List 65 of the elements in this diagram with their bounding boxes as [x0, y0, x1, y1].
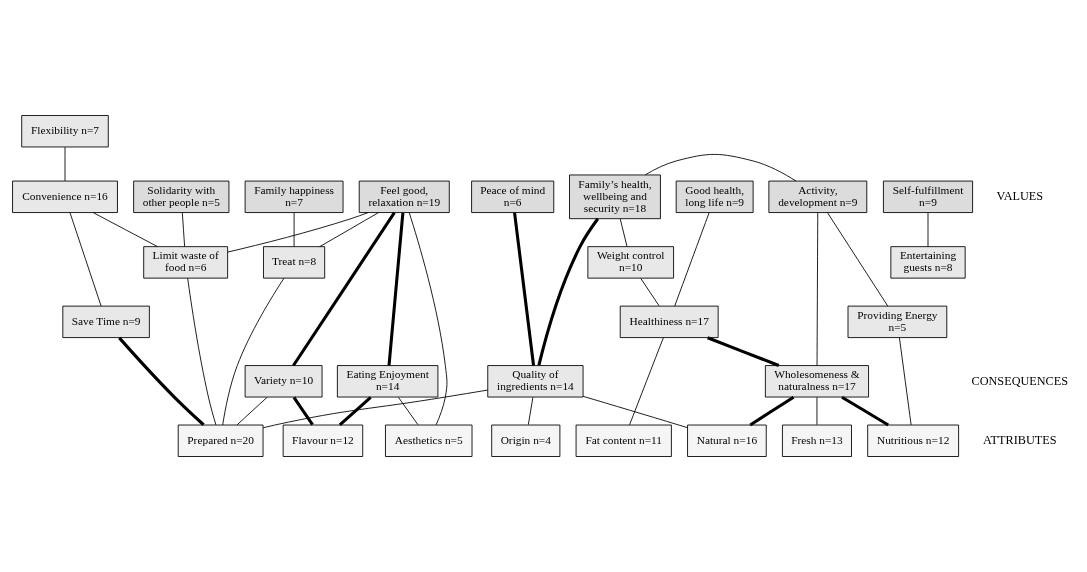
node-box: Eating Enjoyment n=14 [336, 365, 439, 398]
node-box: Fat content n=11 [575, 424, 672, 457]
connector [640, 278, 660, 307]
label: CONSEQUENCES [971, 373, 1069, 388]
node-box: Treat n=8 [263, 246, 326, 279]
connector [181, 212, 186, 247]
node-box: Family happiness n=7 [244, 180, 344, 213]
connector [319, 212, 379, 248]
connector [927, 212, 929, 247]
connector [537, 217, 600, 366]
connector [69, 212, 102, 307]
connector [222, 277, 285, 426]
connector [619, 218, 628, 247]
connector [292, 396, 314, 426]
connector [707, 336, 780, 367]
node-box: Prepared n=20 [177, 424, 264, 457]
connector [187, 277, 217, 426]
node-box: Self-fulfillment n=9 [882, 180, 974, 213]
node-box: Origin n=4 [491, 424, 561, 457]
node-box: Variety n=10 [244, 365, 323, 398]
connector [227, 212, 369, 253]
node-box: Healthiness n=17 [619, 305, 719, 339]
connector [408, 212, 448, 426]
node-box: Natural n=16 [687, 424, 767, 457]
connector [749, 395, 795, 427]
connector [398, 396, 419, 426]
node-box: Convenience n=16 [12, 180, 118, 213]
node-box: Quality of ingredients n=14 [487, 365, 584, 398]
node-box: Good health, long life n=9 [675, 180, 754, 213]
connector [293, 212, 295, 247]
connector [841, 395, 890, 427]
node-box: Entertaining guests n=8 [890, 246, 966, 279]
connector [899, 337, 912, 426]
label: ATTRIBUTES [983, 433, 1057, 447]
connector [582, 395, 688, 429]
connector [118, 336, 205, 426]
connector [527, 396, 534, 426]
node-box: Activity, development n=9 [768, 180, 868, 213]
node-box: Save Time n=9 [62, 305, 150, 339]
connector [292, 211, 396, 367]
node-box: Weight control n=10 [587, 246, 674, 279]
connector [674, 212, 710, 307]
node-box: Nutritious n=12 [867, 424, 960, 457]
connector [236, 396, 268, 426]
connector [816, 212, 819, 366]
connector [644, 153, 797, 182]
node-box: Family’s health, wellbeing and security n=18 [569, 174, 661, 220]
connector [513, 212, 536, 366]
node-box: Limit waste of food n=6 [143, 246, 229, 279]
node-box: Feel good, relaxation n=19 [358, 180, 450, 213]
node-box: Providing Energy n=5 [847, 305, 948, 339]
node-box: Wholesomeness & naturalness n=17 [764, 365, 869, 398]
connector [387, 212, 405, 366]
connector [338, 396, 372, 426]
connector [92, 212, 158, 248]
connector [262, 389, 489, 429]
node-box: Flexibility n=7 [21, 115, 109, 148]
label: VALUES [996, 189, 1044, 204]
node-box: Peace of mind n=6 [471, 180, 555, 213]
node-box: Aesthetics n=5 [385, 424, 473, 457]
connector [629, 337, 664, 426]
node-box: Solidarity with other people n=5 [133, 180, 230, 213]
node-box: Fresh n=13 [782, 424, 852, 457]
connector [827, 212, 889, 307]
node-box: Flavour n=12 [282, 424, 364, 457]
